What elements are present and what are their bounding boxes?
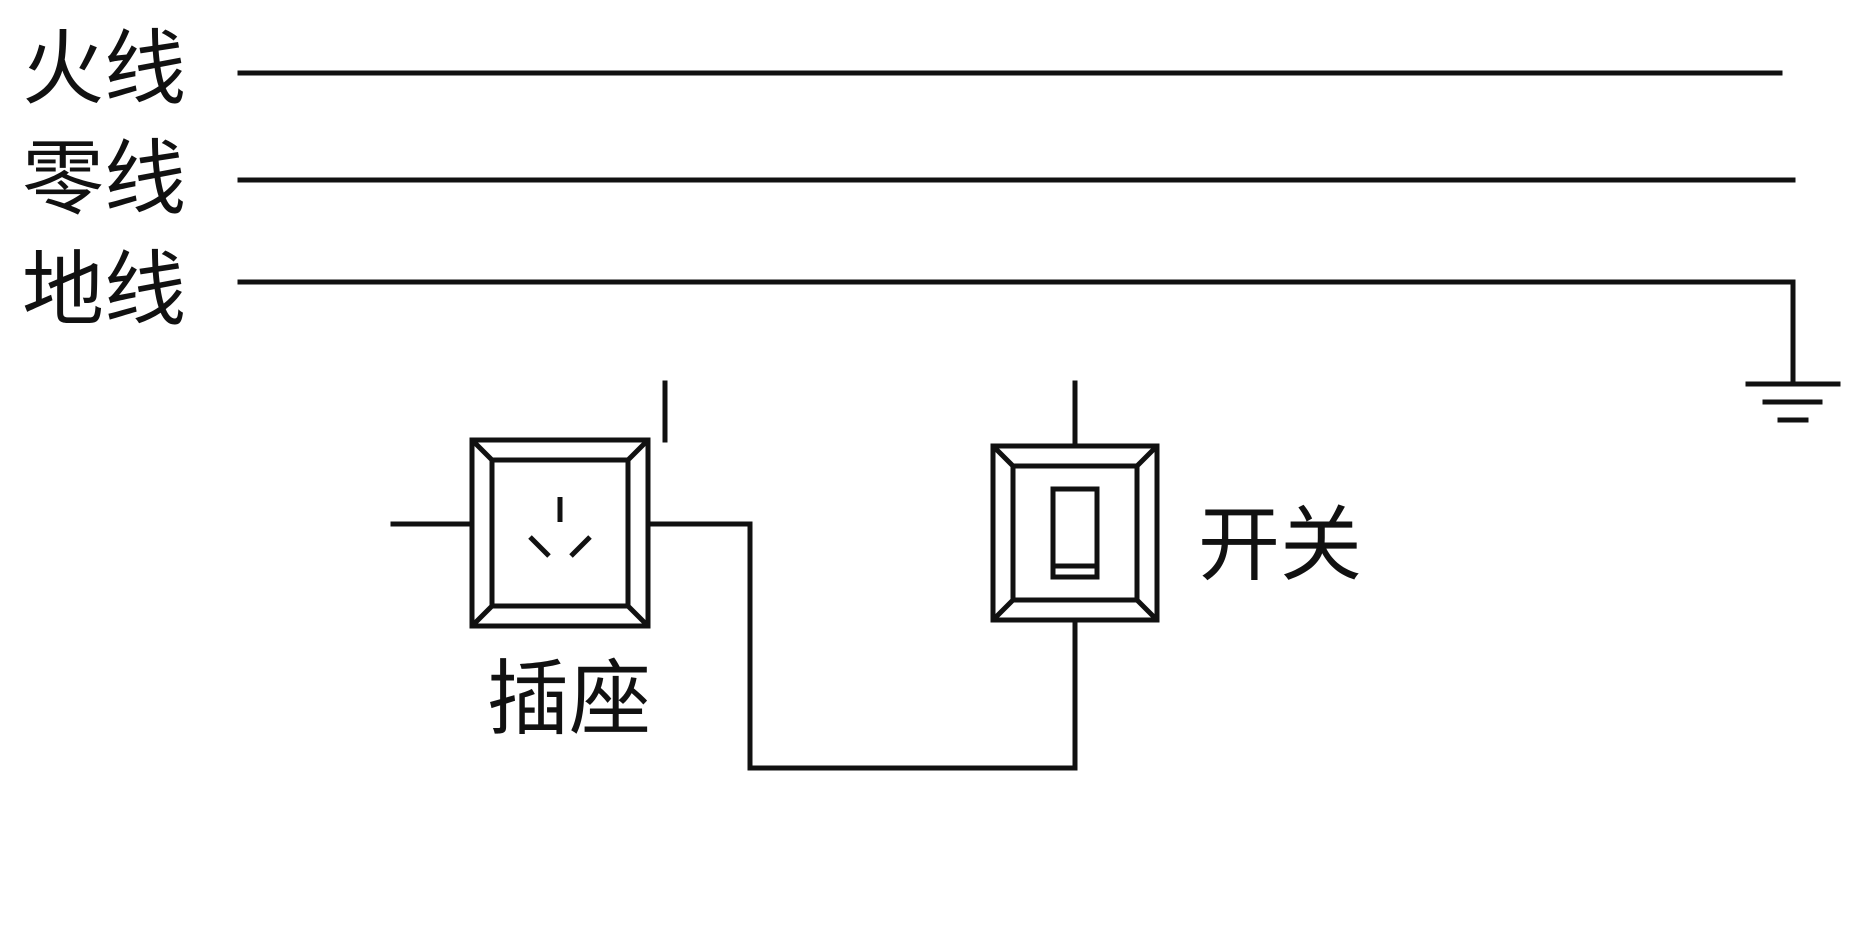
three-pin-socket-icon bbox=[390, 380, 668, 629]
ground-wire bbox=[237, 279, 1796, 387]
socket-switch-wire bbox=[645, 521, 1078, 771]
live-wire-label: 火线 bbox=[22, 22, 186, 117]
ground-symbol-icon bbox=[1745, 381, 1841, 423]
rocker-switch-icon bbox=[990, 380, 1160, 623]
neutral-wire-label: 零线 bbox=[22, 132, 186, 227]
ground-wire-label: 地线 bbox=[22, 243, 186, 338]
socket-label: 插座 bbox=[487, 652, 651, 747]
switch-label: 开关 bbox=[1198, 498, 1362, 593]
